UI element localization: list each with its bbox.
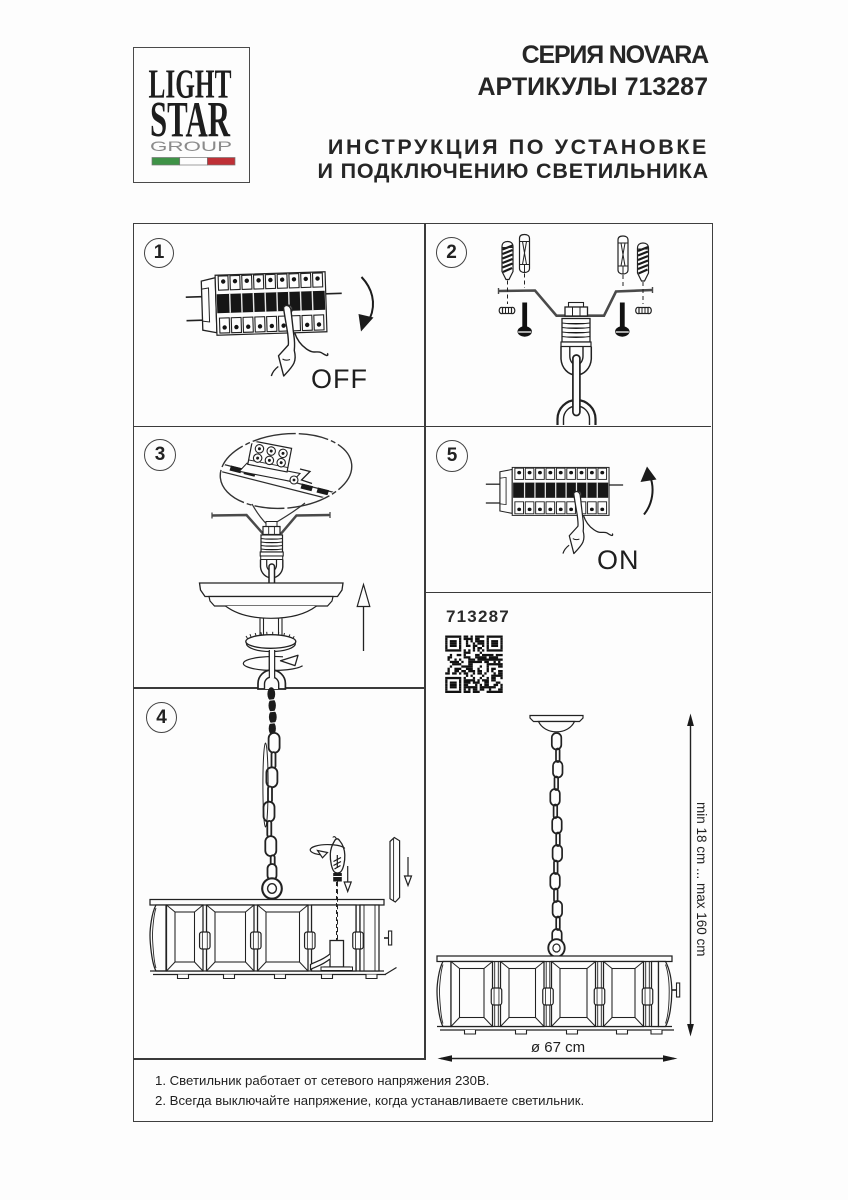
svg-text:STAR: STAR (150, 93, 231, 149)
svg-text:LIGHT: LIGHT (149, 61, 232, 107)
svg-text:GROUP: GROUP (150, 138, 232, 154)
